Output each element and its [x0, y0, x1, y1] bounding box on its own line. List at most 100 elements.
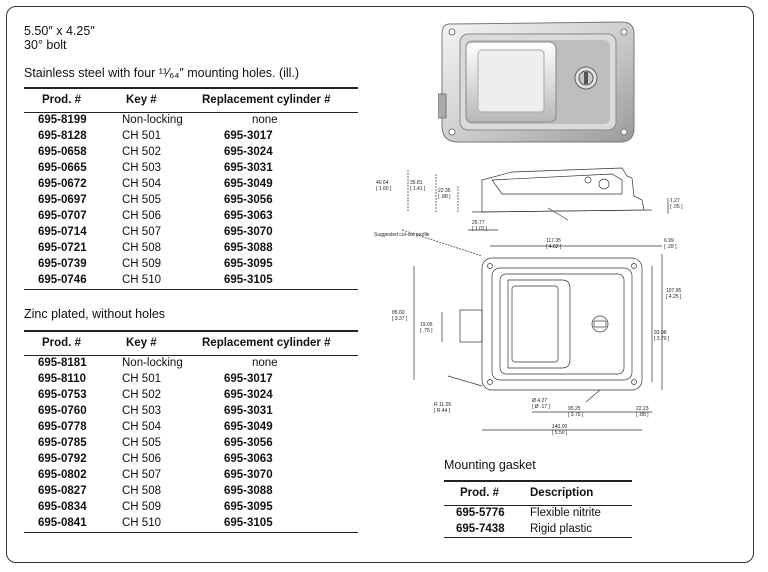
prod-number-cell: 695-0753	[38, 388, 87, 401]
replacement-cylinder-cell: 695-3088	[224, 242, 273, 255]
replacement-cylinder-cell: 695-3049	[224, 420, 273, 433]
key-number-cell: CH 507	[122, 226, 161, 239]
key-number-cell: CH 502	[122, 145, 161, 158]
replacement-cylinder-cell: 695-3063	[224, 453, 273, 466]
key-number-cell: CH 509	[122, 258, 161, 271]
prod-number-cell: 695-0665	[38, 161, 87, 174]
key-number-cell: CH 505	[122, 194, 161, 207]
column-header: Key #	[120, 87, 186, 113]
description-cell: Rigid plastic	[526, 521, 632, 538]
replacement-cylinder-cell: 695-3070	[224, 226, 273, 239]
table-header-row: Prod. # Key # Replacement cylinder #	[24, 330, 358, 356]
key-number-cell: CH 508	[122, 242, 161, 255]
column-header: Prod. #	[444, 480, 526, 506]
stainless-section-title: Stainless steel with four ¹¹⁄₆₄″ mountin…	[24, 66, 300, 80]
prod-number-cell: 695-0672	[38, 177, 87, 190]
dim-label: R 11.05	[434, 402, 451, 408]
dim-label: 95.25	[568, 406, 581, 412]
prod-number-cell: 695-8110	[38, 372, 86, 385]
dim-label: [ 4.62 ]	[546, 244, 562, 250]
dim-label: 22.35	[438, 188, 451, 194]
key-number-cell: CH 505	[122, 437, 161, 450]
replacement-cylinder-cell: none	[252, 113, 278, 126]
prod-number-cell: 695-0746	[24, 272, 120, 290]
dim-label: Ø 4.27	[532, 398, 547, 404]
key-number-cell: CH 502	[122, 388, 161, 401]
replacement-cylinder-cell: 695-3017	[224, 372, 273, 385]
prod-number-cell: 695-0658	[38, 145, 87, 158]
dim-label: 40.64	[376, 180, 389, 186]
dim-label: [ 1.60 ]	[376, 186, 392, 192]
dim-label: 35.81	[410, 180, 423, 186]
key-number-cell: CH 510	[120, 515, 186, 533]
dim-label: 140.00	[552, 424, 568, 430]
column-header: Prod. #	[24, 87, 120, 113]
prod-number-cell: 695-0760	[38, 404, 87, 417]
gasket-section-title: Mounting gasket	[444, 458, 536, 472]
dim-label: 117.35	[546, 238, 561, 244]
key-number-cell: CH 503	[122, 161, 161, 174]
dim-label: 107.95	[666, 288, 682, 294]
dim-label: 22.23	[636, 406, 649, 412]
dim-label: [ 1.41 ]	[410, 186, 426, 192]
key-number-cell: CH 506	[122, 453, 161, 466]
key-number-cell: CH 507	[122, 469, 161, 482]
page-frame	[6, 6, 754, 563]
key-number-cell: CH 503	[122, 404, 161, 417]
prod-number-cell: 695-8128	[38, 129, 87, 142]
prod-number-cell: 695-0841	[24, 515, 120, 533]
zinc-section-title: Zinc plated, without holes	[24, 307, 166, 321]
replacement-cylinder-cell: 695-3017	[224, 129, 273, 142]
dim-label: 93.98	[654, 330, 667, 336]
dim-label: 1.27	[670, 198, 680, 204]
prod-number-cell: 695-0827	[38, 485, 87, 498]
key-number-cell: CH 510	[120, 272, 186, 290]
replacement-cylinder-cell: 695-3024	[224, 145, 273, 158]
table-row: 695-8110 CH 501 695-3017	[24, 371, 358, 387]
prod-number-cell: 695-0739	[38, 258, 87, 271]
dim-label: [ 4.25 ]	[666, 294, 682, 300]
dim-label: [ R.44 ]	[434, 408, 451, 414]
dim-label: [ .05 ]	[670, 204, 683, 210]
prod-number-cell: 695-0785	[38, 437, 87, 450]
replacement-cylinder-cell: 695-3049	[224, 177, 273, 190]
replacement-cylinder-cell: 695-3105	[186, 515, 358, 533]
table-row: 695-8181 Non-locking none	[24, 355, 358, 371]
dimension-drawing: 40.64 [ 1.60 ] 35.81 [ 1.41 ] 22.35 [ .8…	[374, 167, 683, 436]
table-header-row: Prod. # Description	[444, 480, 632, 506]
replacement-cylinder-cell: 695-3056	[224, 437, 273, 450]
dim-label: [ 1.01 ]	[472, 226, 488, 232]
dim-label: [ Ø .17 ]	[532, 404, 550, 410]
key-number-cell: CH 501	[122, 372, 161, 385]
key-number-cell: Non-locking	[122, 356, 183, 369]
description-cell: Flexible nitrite	[530, 507, 601, 520]
replacement-cylinder-cell: 695-3095	[224, 501, 273, 514]
prod-number-cell: 695-8181	[38, 356, 87, 369]
table-row: 695-0721 CH 508 695-3088	[24, 241, 358, 257]
column-header: Replacement cylinder #	[186, 330, 358, 356]
dim-label: [ .28 ]	[664, 244, 677, 250]
key-number-cell: CH 504	[122, 420, 161, 433]
dim-label: [ 3.70 ]	[654, 336, 670, 342]
prod-number-cell: 695-0707	[38, 210, 87, 223]
prod-number-cell: 695-0721	[38, 242, 87, 255]
prod-number-cell: 695-8199	[38, 113, 87, 126]
replacement-cylinder-cell: none	[252, 356, 278, 369]
column-header: Replacement cylinder #	[186, 87, 358, 113]
replacement-cylinder-cell: 695-3063	[224, 210, 273, 223]
